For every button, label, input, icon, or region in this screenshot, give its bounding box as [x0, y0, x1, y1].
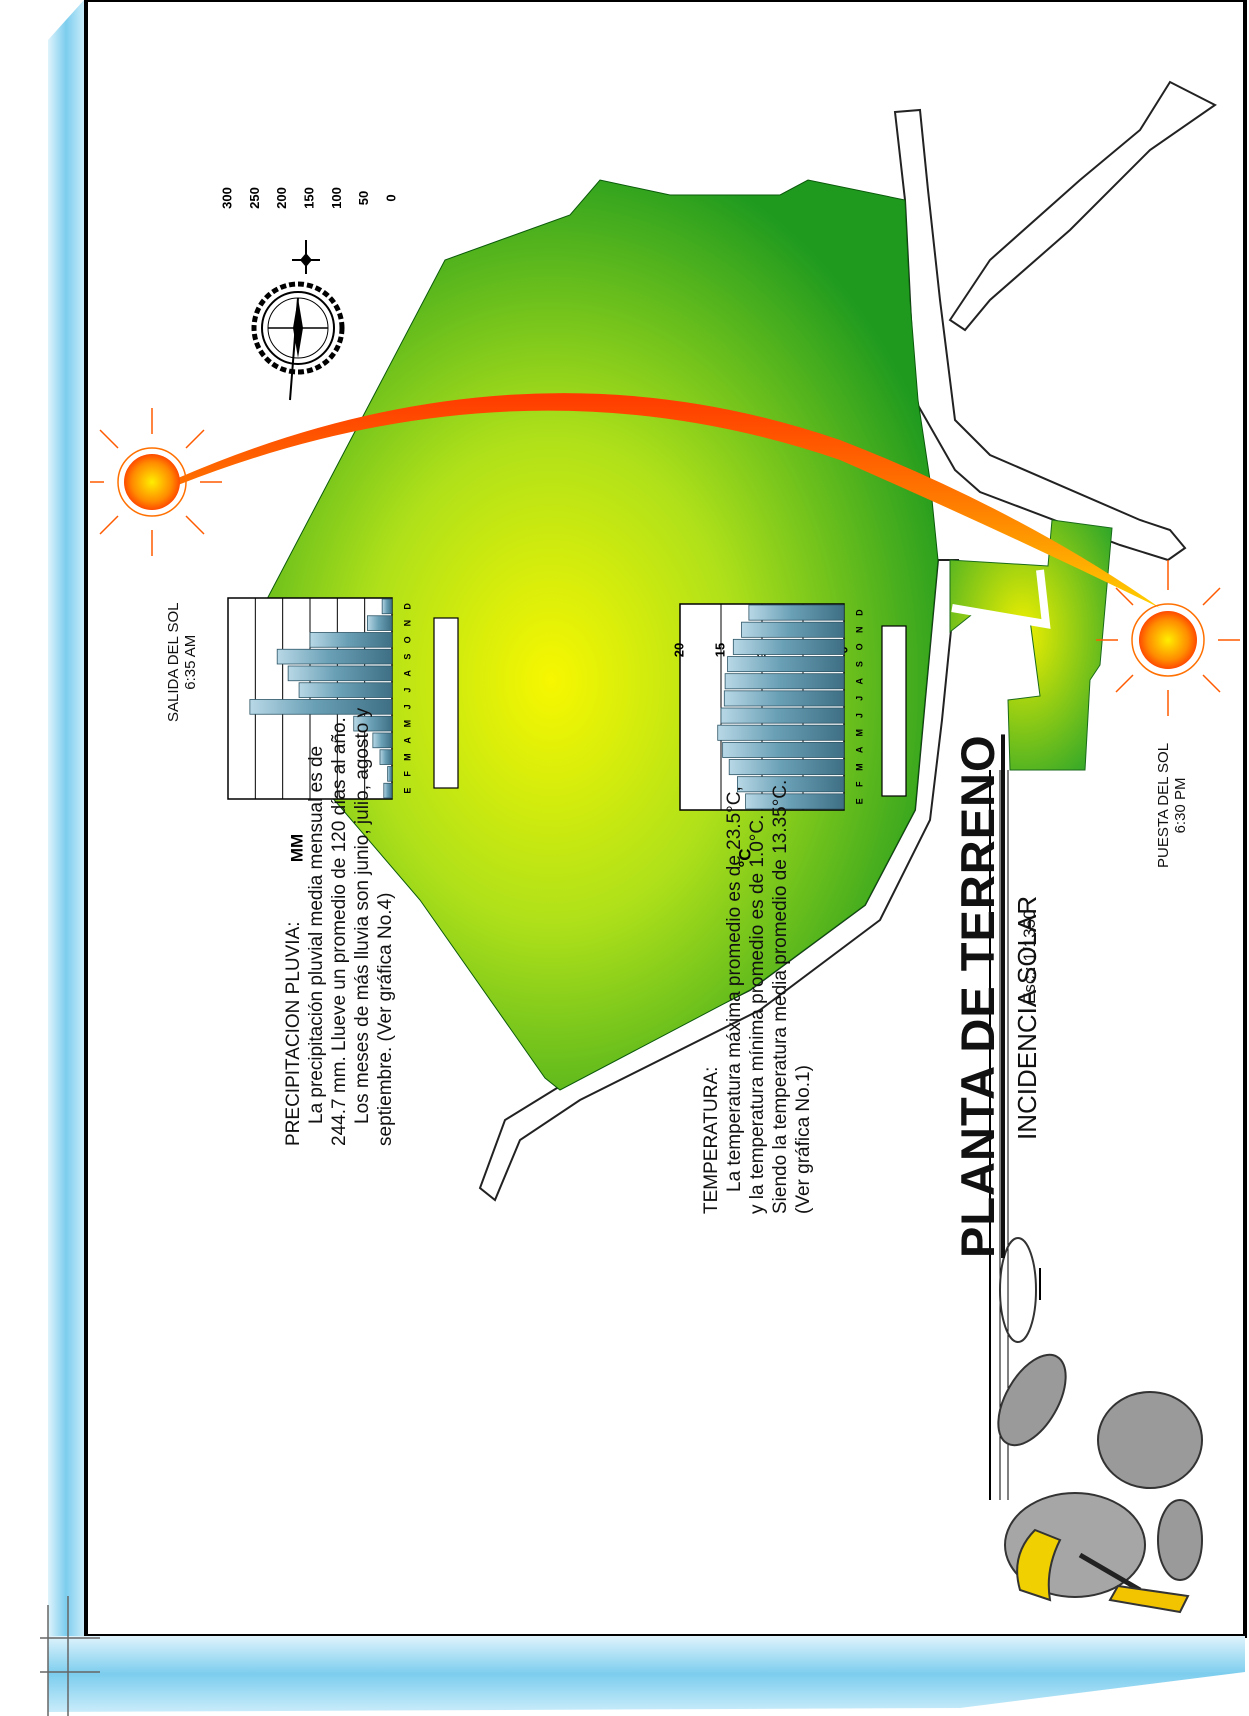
charts-layer: 050100150200250300EFMAMJJASONDMMPRECIPIT…	[219, 187, 902, 867]
x-tick-label: E	[402, 788, 412, 794]
y-tick-label: 50	[356, 191, 371, 205]
x-tick-label: N	[402, 620, 412, 627]
bar	[717, 724, 845, 741]
y-tick-label: 250	[247, 187, 262, 209]
x-tick-label: J	[854, 696, 864, 701]
y-tick-label: 150	[301, 187, 316, 209]
bar	[287, 665, 393, 682]
bar	[249, 699, 393, 715]
y-tick-label: 300	[219, 187, 234, 209]
bar	[720, 707, 845, 724]
x-tick-label: S	[402, 654, 412, 660]
bar	[353, 715, 393, 732]
bar	[387, 766, 393, 782]
y-axis-label: °C	[735, 848, 754, 867]
x-tick-label: F	[854, 781, 864, 787]
bar	[383, 782, 393, 799]
bar	[379, 749, 393, 765]
temp-title-box	[881, 625, 907, 797]
x-tick-label: A	[402, 670, 412, 677]
bar	[741, 621, 845, 638]
bar	[372, 732, 393, 749]
sunrise-sun-icon	[90, 408, 222, 556]
x-tick-label: M	[402, 753, 412, 761]
x-tick-label: J	[854, 713, 864, 718]
bar	[298, 682, 393, 698]
bar	[748, 604, 845, 621]
x-tick-label: D	[402, 603, 412, 610]
left-frame-band	[48, 0, 84, 1640]
x-tick-label: J	[402, 704, 412, 709]
x-tick-label: M	[854, 729, 864, 737]
bar	[723, 690, 845, 707]
x-tick-label: O	[854, 643, 864, 650]
bar	[309, 632, 393, 648]
x-tick-label: J	[402, 688, 412, 693]
sun-path	[178, 393, 1160, 608]
map-title: PLANTA DE TERRENO	[951, 734, 1004, 1258]
y-tick-label: 100	[329, 187, 344, 209]
bar	[728, 759, 845, 776]
precip-title-box	[433, 617, 459, 789]
x-tick-label: A	[854, 746, 864, 753]
bar	[724, 673, 845, 690]
map-scale: Esc.: 1/1350	[1020, 909, 1039, 1004]
x-tick-label: N	[854, 627, 864, 634]
bar	[727, 656, 845, 673]
y-tick-label: 200	[274, 187, 289, 209]
y-tick-label: 20	[671, 643, 686, 657]
bar	[722, 741, 845, 758]
bar	[737, 776, 845, 793]
bar	[381, 598, 393, 615]
x-tick-label: A	[854, 678, 864, 685]
temp-description: TEMPERATURA: La temperatura máxima prome…	[701, 779, 814, 1214]
x-tick-label: D	[854, 609, 864, 616]
x-tick-label: E	[854, 798, 864, 804]
bar	[366, 615, 393, 631]
road-branch	[948, 80, 1217, 332]
bottom-frame-band	[48, 1636, 1245, 1712]
y-tick-label: 0	[383, 194, 398, 201]
x-tick-label: S	[854, 661, 864, 667]
x-tick-label: M	[854, 763, 864, 771]
y-axis-label: MM	[287, 834, 306, 862]
x-tick-label: O	[402, 636, 412, 643]
worker-mascot-icon	[997, 1353, 1203, 1614]
y-tick-label: 15	[712, 643, 727, 657]
secondary-plot	[949, 519, 1113, 771]
sunset-sun-icon	[1096, 560, 1240, 716]
precip-description: PRECIPITACION PLUVIA: La precipitación p…	[283, 707, 396, 1146]
x-tick-label: A	[402, 737, 412, 744]
bar	[732, 638, 845, 655]
north-compass-icon	[251, 240, 345, 401]
x-tick-label: M	[402, 720, 412, 728]
bar	[276, 648, 393, 665]
bar	[745, 793, 845, 810]
x-tick-label: F	[402, 771, 412, 777]
